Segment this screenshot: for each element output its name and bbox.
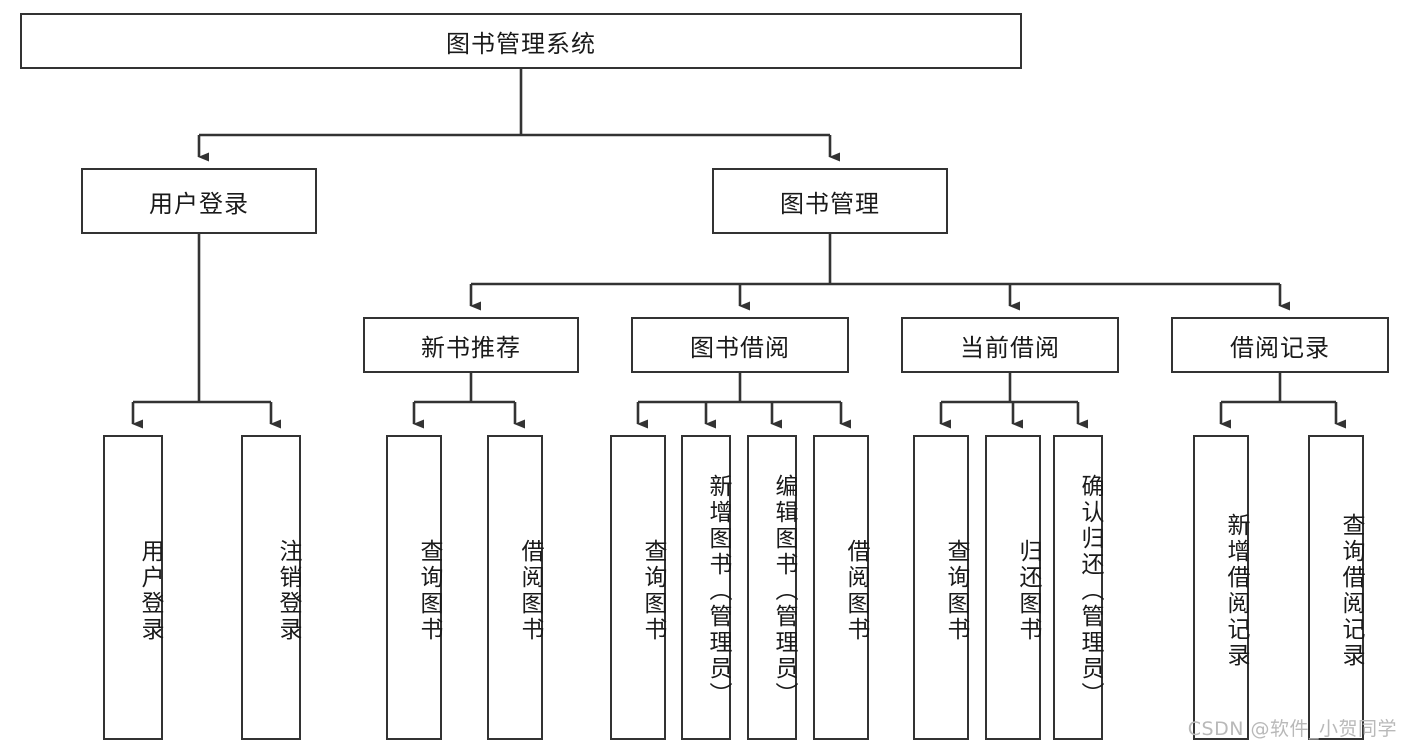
node-leaf-query3[interactable]: 查询图书 — [913, 435, 969, 740]
csdn-watermark: CSDN @软件_小贺同学 — [1187, 718, 1397, 740]
node-label: 归还图书 — [1015, 538, 1041, 643]
node-leaf-queryrec[interactable]: 查询借阅记录 — [1308, 435, 1364, 740]
node-label: 用户登录 — [149, 189, 249, 218]
node-newbook[interactable]: 新书推荐 — [363, 317, 579, 373]
node-label: 查询图书 — [416, 538, 442, 643]
node-records[interactable]: 借阅记录 — [1171, 317, 1389, 373]
node-bookmgmt[interactable]: 图书管理 — [712, 168, 948, 234]
node-label: 新书推荐 — [421, 333, 521, 362]
node-label: 查询图书 — [640, 538, 666, 643]
node-leaf-add[interactable]: 新增图书（管理员） — [681, 435, 731, 740]
node-label: 图书管理 — [780, 189, 880, 218]
node-borrow[interactable]: 图书借阅 — [631, 317, 849, 373]
node-label: 编辑图书（管理员） — [771, 473, 797, 708]
node-label: 借阅图书 — [517, 538, 543, 643]
node-leaf-logout[interactable]: 注销登录 — [241, 435, 301, 740]
node-current[interactable]: 当前借阅 — [901, 317, 1119, 373]
node-label: 当前借阅 — [960, 333, 1060, 362]
node-leaf-confirm[interactable]: 确认归还（管理员） — [1053, 435, 1103, 740]
node-label: 新增图书（管理员） — [705, 473, 731, 708]
node-label: 查询图书 — [943, 538, 969, 643]
node-leaf-login[interactable]: 用户登录 — [103, 435, 163, 740]
node-label: 图书借阅 — [690, 333, 790, 362]
node-label: 图书管理系统 — [446, 29, 596, 58]
node-label: 借阅记录 — [1230, 333, 1330, 362]
node-label: 用户登录 — [137, 538, 163, 643]
node-label: 注销登录 — [275, 538, 301, 643]
node-label: 借阅图书 — [843, 538, 869, 643]
node-leaf-query1[interactable]: 查询图书 — [386, 435, 442, 740]
node-leaf-borrow1[interactable]: 借阅图书 — [487, 435, 543, 740]
node-leaf-query2[interactable]: 查询图书 — [610, 435, 666, 740]
node-leaf-return[interactable]: 归还图书 — [985, 435, 1041, 740]
node-label: 新增借阅记录 — [1223, 512, 1249, 669]
node-leaf-edit[interactable]: 编辑图书（管理员） — [747, 435, 797, 740]
node-login[interactable]: 用户登录 — [81, 168, 317, 234]
node-root[interactable]: 图书管理系统 — [20, 13, 1022, 69]
node-leaf-borrow2[interactable]: 借阅图书 — [813, 435, 869, 740]
node-label: 确认归还（管理员） — [1077, 473, 1103, 708]
node-label: 查询借阅记录 — [1338, 512, 1364, 669]
node-leaf-addrec[interactable]: 新增借阅记录 — [1193, 435, 1249, 740]
